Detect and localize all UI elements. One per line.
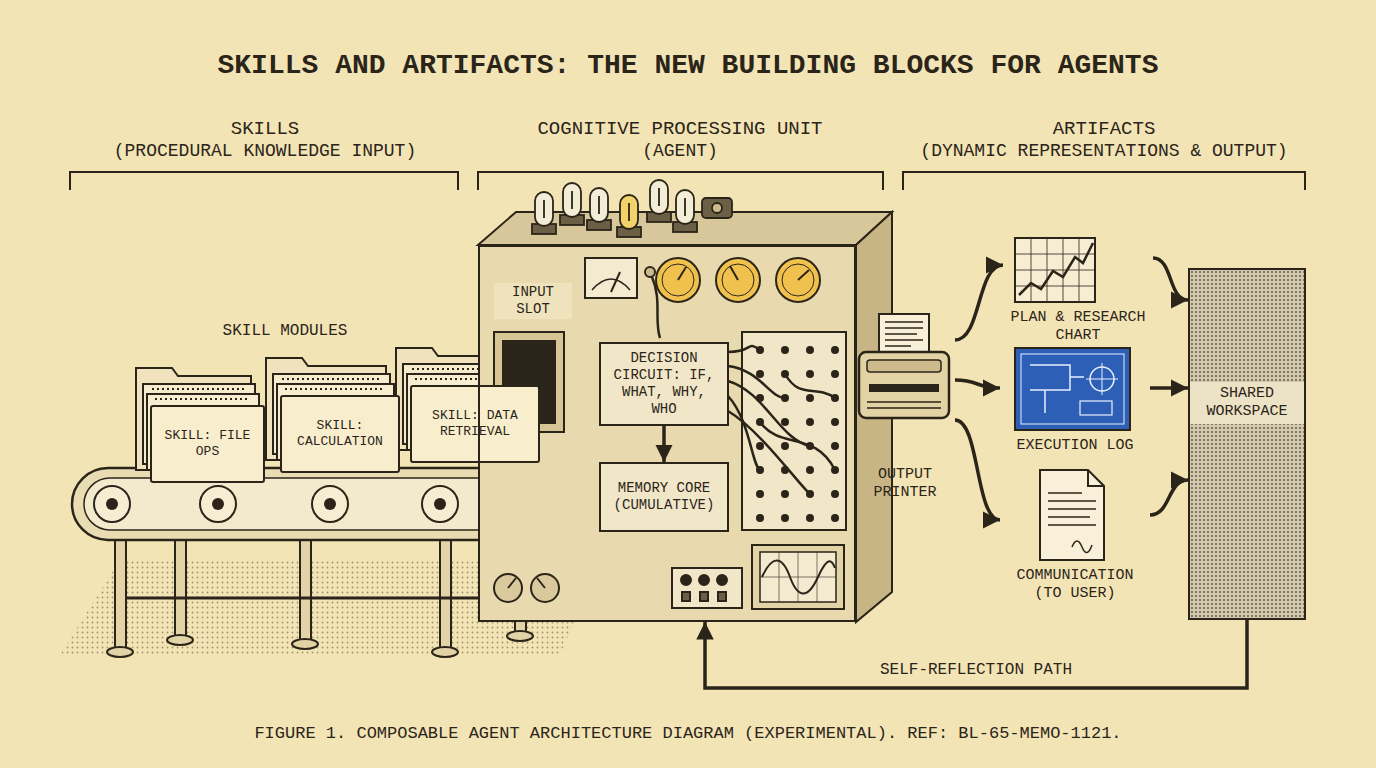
flow-arrow (1150, 386, 1188, 390)
skill-folder: SKILL: FILE OPS (150, 405, 265, 483)
artifact-item: PLAN & RESEARCH CHART (1003, 235, 1153, 345)
printer-label: OUTPUT PRINTER (855, 466, 955, 502)
section-label: SKILL MODULES (85, 322, 485, 340)
roller-hubs (106, 498, 528, 510)
section-label: COGNITIVE PROCESSING UNIT (480, 119, 880, 141)
section-label: (DYNAMIC REPRESENTATIONS & OUTPUT) (904, 141, 1304, 162)
conveyor-crossbar (126, 597, 515, 600)
gauge-wire (652, 277, 660, 338)
panel-text: DECISION CIRCUIT: IF, WHAT, WHY, WHO (607, 350, 721, 417)
shared-workspace: SHARED WORKSPACE (1188, 268, 1306, 620)
chart-icon (1003, 235, 1153, 305)
section-label: SKILLS (65, 119, 465, 141)
memory-panel: MEMORY CORE (CUMULATIVE) (599, 462, 729, 532)
flow-arrow (955, 265, 1003, 340)
scope-wave (762, 561, 835, 594)
flow-arrow (705, 620, 1247, 688)
flow-arrow (1150, 480, 1188, 515)
section-bracket (70, 172, 1305, 190)
diagram-title: SKILLS AND ARTIFACTS: THE NEW BUILDING B… (0, 49, 1376, 83)
document-icon (1000, 465, 1150, 563)
section-label: (AGENT) (480, 141, 880, 162)
skill-folder: SKILL: CALCULATION (280, 395, 400, 473)
section-label: (PROCEDURAL KNOWLEDGE INPUT) (65, 141, 465, 162)
conveyor-rollers (94, 486, 540, 522)
scope-grid (760, 552, 836, 602)
flow-arrow (662, 426, 666, 462)
artifact-label: EXECUTION LOG (1016, 437, 1133, 455)
flow-arrow (1153, 258, 1188, 300)
slot-label: INPUT SLOT (494, 283, 572, 319)
artifact-label: COMMUNICATION (TO USER) (1000, 567, 1150, 603)
blueprint-icon (1000, 345, 1150, 433)
scope-screen (760, 552, 836, 602)
conveyor-legs (107, 538, 533, 657)
flow-arrow (955, 420, 1000, 520)
output-printer: OUTPUT PRINTER (855, 310, 955, 505)
skill-name: SKILL: DATA RETRIEVAL (418, 408, 532, 439)
section-label: ARTIFACTS (904, 119, 1304, 141)
oscilloscope (752, 545, 844, 609)
patch-wires (728, 346, 835, 494)
workspace-label: SHARED WORKSPACE (1190, 382, 1304, 424)
artifact-label: PLAN & RESEARCH CHART (1003, 309, 1153, 345)
edge-label: SELF-REFLECTION PATH (876, 661, 1076, 680)
control-knobs (494, 568, 742, 608)
artifact-item: EXECUTION LOG (1000, 345, 1150, 460)
gauges (585, 258, 820, 302)
artifact-item: COMMUNICATION (TO USER) (1000, 465, 1150, 605)
skill-name: SKILL: FILE OPS (158, 428, 257, 459)
skill-name: SKILL: CALCULATION (288, 418, 392, 449)
skill-folder: SKILL: DATA RETRIEVAL (410, 385, 540, 463)
panel-text: MEMORY CORE (CUMULATIVE) (607, 480, 721, 514)
printer-icon (855, 310, 955, 430)
vacuum-tubes (532, 180, 732, 237)
patch-jacks (750, 340, 842, 525)
agent-machine: INPUT SLOT DECISION CIRCUIT: IF, WHAT, WH… (478, 245, 856, 622)
patch-panel (742, 332, 846, 530)
decision-panel: DECISION CIRCUIT: IF, WHAT, WHY, WHO (599, 342, 729, 426)
figure-caption: FIGURE 1. COMPOSABLE AGENT ARCHITECTURE … (0, 724, 1376, 744)
flow-arrow (955, 380, 1000, 388)
